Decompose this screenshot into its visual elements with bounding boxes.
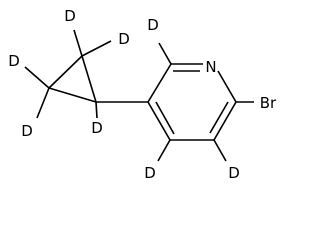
bond-c2-n1 — [217, 70, 237, 103]
atom-d-ring-c4: D — [144, 164, 156, 182]
bond-c5-c4 — [147, 101, 171, 141]
bond-c3-c2-inner — [209, 101, 229, 134]
bonds — [24, 29, 254, 162]
atom-n1: N — [205, 58, 216, 76]
bond-ch2b-cp-ch — [48, 87, 97, 103]
bond-ch2a-ch2b — [48, 55, 83, 89]
atom-d-cp-ch: D — [91, 119, 103, 137]
bond-c6-d — [158, 42, 172, 65]
atom-d-cp-ch2b-left: D — [8, 52, 20, 70]
bond-ch2b-d-bottom — [36, 87, 50, 119]
atom-d-ring-c3: D — [228, 164, 240, 182]
atom-br: Br — [260, 94, 277, 112]
bond-cp-ch-d — [95, 101, 98, 119]
atom-labels: N Br D D D D D D D D — [8, 7, 277, 182]
bond-cp-ch-ch2a — [81, 55, 97, 103]
bond-c3-d — [213, 139, 227, 162]
bond-ch2b-d-left — [24, 66, 50, 89]
atom-d-ring-c6: D — [147, 16, 159, 34]
bond-c3-c2 — [213, 101, 237, 141]
bond-c5-c4-inner — [155, 101, 175, 135]
atom-d-cp-ch2a-top: D — [64, 7, 76, 25]
bond-ch2a-d-right — [81, 40, 112, 57]
atom-d-cp-ch2a-right: D — [118, 30, 130, 48]
bond-c6-c5 — [147, 63, 172, 103]
bond-c4-d — [157, 139, 171, 162]
bond-ch2a-d-top — [73, 29, 83, 57]
molecule-structure: N Br D D D D D D D D — [8, 7, 277, 182]
atom-d-cp-ch2b-bottom: D — [21, 122, 33, 140]
